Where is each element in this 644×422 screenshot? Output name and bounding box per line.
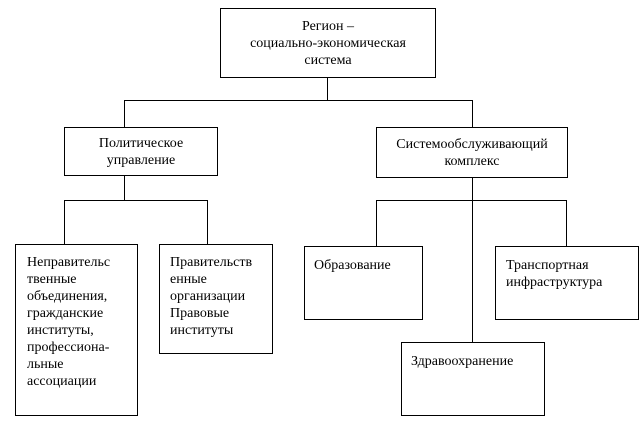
nongov-node: Неправительс твенные объединения, гражда…: [15, 244, 138, 416]
connector-to-transport: [566, 200, 567, 246]
education-node-label: Образование: [314, 258, 391, 273]
health-node: Здравоохранение: [401, 342, 545, 416]
connector-level1-bar: [124, 100, 473, 101]
service-node: Системообслуживающий комплекс: [376, 127, 568, 178]
connector-service-down: [472, 178, 473, 200]
transport-node-label: Транспортная инфраструктура: [506, 258, 603, 290]
connector-political-down: [124, 176, 125, 200]
connector-to-service: [472, 100, 473, 127]
connector-to-health: [472, 200, 473, 342]
education-node: Образование: [304, 246, 423, 320]
transport-node: Транспортная инфраструктура: [495, 246, 639, 320]
connector-political-bar: [64, 200, 208, 201]
connector-to-gov: [207, 200, 208, 244]
political-node-label: Политическое управление: [98, 136, 184, 168]
nongov-node-label: Неправительс твенные объединения, гражда…: [27, 255, 111, 389]
gov-node: Правительств енные организации Правовые …: [159, 244, 273, 354]
gov-node-label: Правительств енные организации Правовые …: [170, 255, 253, 338]
connector-root-down: [327, 78, 328, 100]
connector-to-education: [376, 200, 377, 246]
service-node-label: Системообслуживающий комплекс: [396, 137, 548, 169]
root-node-label: Регион – социально-экономическая система: [250, 19, 406, 68]
root-node: Регион – социально-экономическая система: [220, 8, 436, 78]
health-node-label: Здравоохранение: [411, 354, 514, 369]
connector-to-political: [124, 100, 125, 127]
political-node: Политическое управление: [64, 127, 218, 176]
connector-service-bar: [376, 200, 567, 201]
connector-to-nongov: [64, 200, 65, 244]
